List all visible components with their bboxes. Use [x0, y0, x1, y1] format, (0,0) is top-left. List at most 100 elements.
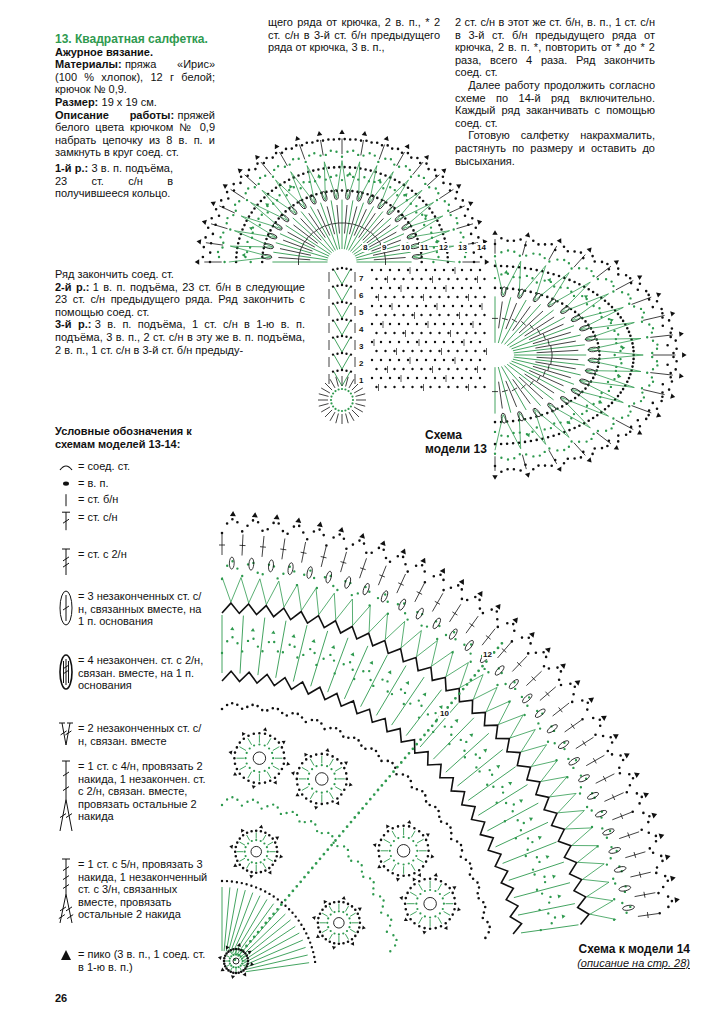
body-text: 2 ст. с/н в этот же ст. б/н, в. п., 1 ст… [455, 16, 655, 78]
stitch-cluster [432, 617, 442, 630]
chain-dots [244, 839, 269, 864]
chain-dots [234, 642, 504, 961]
stitch-symbol [59, 859, 73, 923]
legend-text: = 4 незакончен. ст. с 2/н, связан. вмест… [78, 654, 210, 692]
legend-symbol [66, 494, 67, 506]
chain-dots [296, 753, 349, 806]
stitch-cluster [394, 213, 405, 223]
chain-dots [244, 174, 439, 263]
picot [399, 873, 461, 935]
stitch-spokes [495, 296, 586, 413]
stitch-cluster [494, 664, 506, 676]
stitch-cluster [229, 557, 234, 569]
stitch-cluster [272, 222, 283, 231]
stitch-marks [495, 239, 676, 471]
stitch-cluster [532, 292, 541, 303]
stitch-cluster [287, 562, 294, 575]
motif-center [397, 845, 410, 858]
stitch-spokes [237, 832, 276, 871]
legend-symbol [61, 950, 71, 960]
stitch-symbol [63, 659, 69, 685]
stitch-cluster [579, 325, 590, 332]
legend-text: = 1 ст. с 4/н, провязать 2 накида, 1 нез… [78, 760, 210, 823]
stitch-v [229, 161, 455, 262]
stitch-marks [492, 302, 578, 409]
paragraph: Материалы:пряжа «Ирис» (100 % хлопок), 1… [55, 58, 215, 96]
chart-label: 3 [358, 342, 364, 351]
chain-dots [389, 836, 419, 866]
motif-center [233, 958, 239, 964]
cluster-symbol [60, 655, 72, 689]
picot [492, 230, 686, 479]
body-text: Готовую салфетку накрахмалить, растянуть… [455, 129, 655, 166]
stitch-cluster [622, 904, 635, 911]
stitch-cluster [557, 739, 570, 750]
stitch-cluster [585, 336, 596, 342]
mesh-dots [371, 269, 486, 388]
stitch-cluster [249, 558, 255, 570]
body-text: щего ряда от крючка, 2 в. п., * 2 ст. с/… [268, 16, 440, 53]
paragraph: Далее работу продолжить согласно схеме п… [455, 79, 655, 129]
chain-dots [415, 889, 445, 919]
chain-dots [326, 910, 351, 935]
body-text: Условные обозначения к схемам моделей 13… [55, 425, 192, 450]
green-picot [504, 270, 625, 437]
paragraph: 1-й р.:3 в. п. подъёма, 23 ст. с/н в пол… [55, 162, 173, 200]
stitch-cluster [262, 254, 272, 259]
body-text: 1-й р.: [55, 162, 88, 174]
chart-label: 6 [358, 291, 364, 300]
legend-symbol [60, 655, 72, 689]
stitch-symbol [60, 761, 72, 831]
paragraph: 13. Квадратная салфетка. [55, 33, 215, 46]
legend-symbol [60, 466, 72, 470]
chain-dots [223, 948, 250, 975]
stitch-cluster [588, 347, 598, 352]
slip-stitch-symbol [60, 466, 72, 470]
chain-dots [234, 829, 279, 874]
chart-label: 5 [358, 308, 364, 317]
chain-dots [233, 732, 286, 785]
chart-label: 2 [358, 359, 364, 368]
motif-center [253, 752, 266, 765]
text-block: 2 ст. с/н в этот же ст. б/н, в. п., 1 ст… [455, 16, 655, 167]
stitch-cluster [415, 607, 425, 620]
stitch-spokes [222, 615, 579, 933]
chain-dots [202, 138, 483, 263]
chart-label: 14 [476, 243, 487, 252]
chain-dots [245, 743, 275, 773]
body-text: 13. Квадратная салфетка. [55, 32, 208, 46]
chart-label: Схема к модели 14 [540, 942, 690, 956]
chart-label: 10 [439, 709, 450, 718]
stitch-cluster [501, 287, 507, 298]
stitch-v [495, 260, 643, 450]
chain-symbol [63, 481, 69, 485]
chart-label: 1 [358, 376, 364, 385]
chain-dots [404, 877, 457, 930]
picot [218, 943, 254, 979]
legend-text: = в. п. [78, 477, 210, 490]
green-picot [230, 627, 565, 919]
paragraph: Описание работы:пряжей белого цвета крюч… [55, 109, 215, 159]
stitch-marks [374, 267, 487, 391]
paragraph: Ажурное вязание. [55, 46, 215, 59]
legend-symbol [60, 761, 72, 831]
stitch-v [222, 577, 616, 920]
green-picot [242, 172, 440, 258]
stitch-cluster [288, 205, 298, 215]
chart-label: 11 [419, 243, 429, 252]
body-text: Материалы: [55, 58, 122, 70]
stitch-cluster [448, 628, 459, 641]
stitch-cluster [333, 189, 338, 199]
chain-dots [317, 901, 362, 946]
stitch-cluster [508, 678, 520, 690]
stitch-cluster [325, 571, 333, 584]
stitch-cluster [362, 583, 371, 596]
cluster-symbol [60, 591, 72, 625]
stitch-cluster [306, 566, 313, 579]
stitch-cluster [501, 413, 507, 424]
stitch-symbol [62, 549, 70, 575]
chain-dots [330, 388, 354, 412]
chain-dots [217, 150, 467, 264]
chain-dots [221, 880, 316, 963]
